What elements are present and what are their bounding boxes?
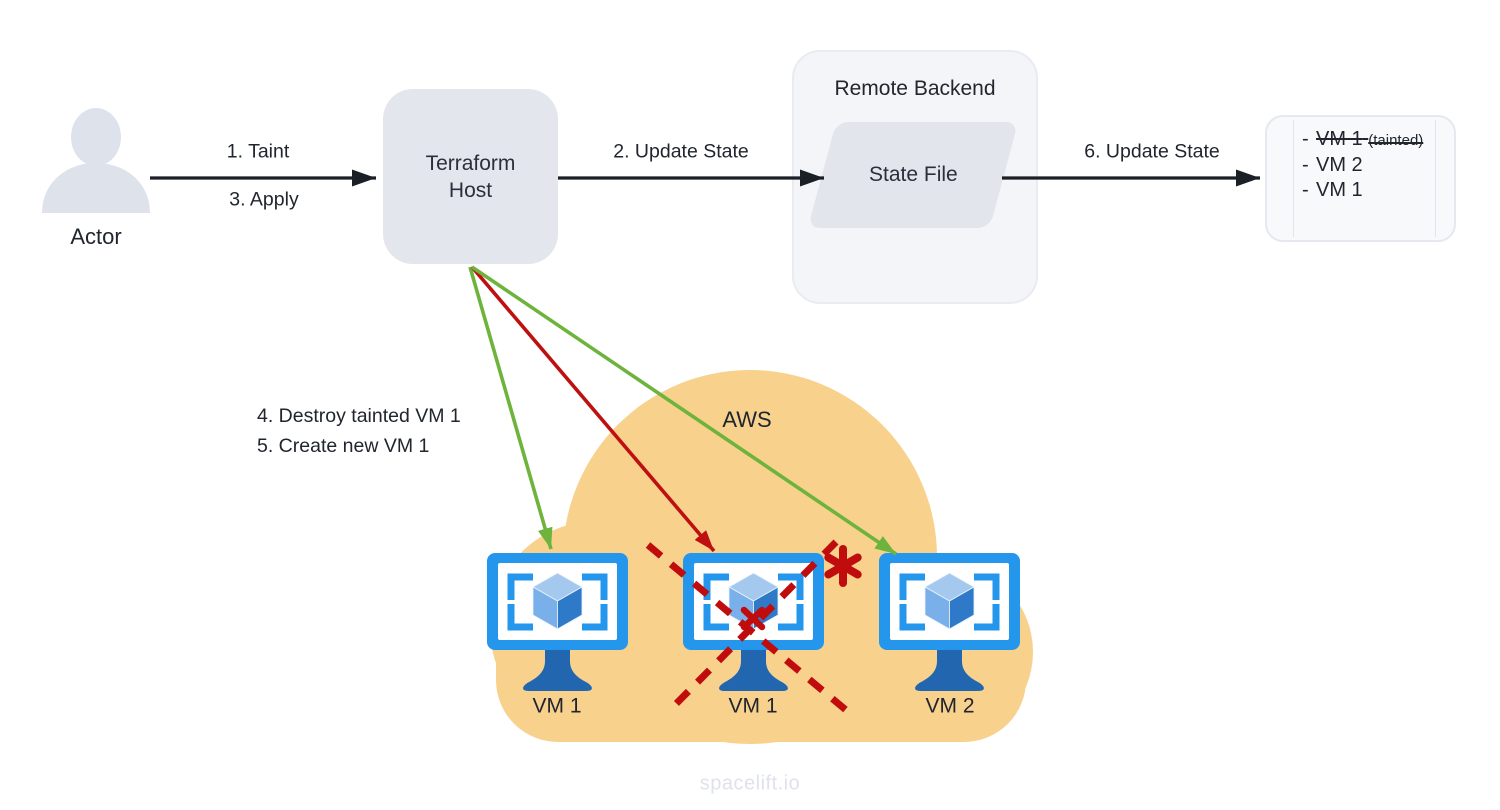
label-steps-4-5: 4. Destroy tainted VM 1 5. Create new VM…: [257, 401, 461, 461]
asterisk-icon: [824, 545, 862, 587]
label-step2-update-state: 2. Update State: [613, 140, 749, 163]
label-step1-taint: 1. Taint: [226, 140, 290, 163]
list-item-label: VM 2: [1316, 154, 1363, 176]
arrow-red-destroy-vm1: [470, 265, 716, 553]
watermark: spacelift.io: [699, 772, 801, 795]
remote-backend-label: Remote Backend: [834, 77, 996, 100]
list-dash: -: [1302, 179, 1309, 201]
terraform-host-node: Terraform Host: [383, 89, 558, 264]
label-step3-apply: 3. Apply: [229, 188, 299, 211]
label-step5-create: 5. Create new VM 1: [257, 435, 430, 457]
small-x-icon: [740, 606, 766, 631]
actor-icon: [42, 108, 150, 213]
vm1-label: VM 1: [532, 694, 582, 718]
state-list-item: -VM 2: [1302, 153, 1423, 178]
arrow-green-create-vm1: [468, 266, 553, 550]
list-item-suffix: (tainted): [1368, 132, 1424, 149]
state-list-item-tainted: -VM 1 (tainted): [1302, 127, 1423, 153]
vm2-label: VM 2: [925, 694, 975, 718]
struck-entry: VM 1 (tainted): [1316, 128, 1423, 150]
list-item-label: VM 1: [1316, 128, 1363, 150]
vm1-tainted-label: VM 1: [728, 694, 778, 718]
label-step6-update-state: 6. Update State: [1084, 140, 1220, 163]
state-list-rows: -VM 1 (tainted) -VM 2 -VM 1: [1302, 127, 1423, 203]
aws-label: AWS: [722, 406, 772, 432]
state-list-item: -VM 1: [1302, 178, 1423, 203]
red-cross-icon: [645, 539, 862, 715]
state-list-node: -VM 1 (tainted) -VM 2 -VM 1: [1265, 115, 1456, 242]
list-dash: -: [1302, 154, 1309, 176]
actor-label: Actor: [70, 223, 122, 249]
list-rule-right: [1435, 120, 1436, 237]
terraform-host-label: Terraform Host: [425, 151, 516, 202]
list-rule-left: [1293, 120, 1294, 237]
arrow-green-vm2: [470, 265, 898, 556]
list-item-label: VM 1: [1316, 179, 1363, 201]
label-step4-destroy: 4. Destroy tainted VM 1: [257, 405, 461, 427]
list-dash: -: [1302, 128, 1309, 150]
